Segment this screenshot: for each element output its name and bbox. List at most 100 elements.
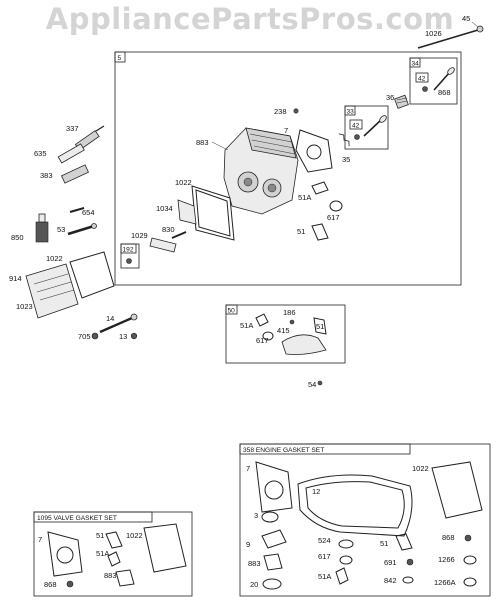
label-1266A-kit[interactable]: 1266A [434, 578, 456, 587]
label-1022-kit[interactable]: 1022 [412, 464, 429, 473]
label-238[interactable]: 238 [274, 107, 287, 116]
screw-54-part[interactable] [317, 380, 323, 386]
oring-20-kit-part[interactable] [262, 578, 282, 590]
plug-boot-635-part[interactable] [57, 143, 85, 164]
label-1029[interactable]: 1029 [131, 231, 148, 240]
label-51A-valve-kit[interactable]: 51A [96, 549, 109, 558]
label-617-breather[interactable]: 617 [256, 336, 269, 345]
oring-1266A-kit-part[interactable] [463, 577, 477, 587]
label-51-breather[interactable]: 51 [316, 322, 324, 331]
label-51A-kit[interactable]: 51A [318, 572, 331, 581]
stud-654-part[interactable] [69, 207, 85, 213]
cover-gasket-valve-kit-part[interactable] [143, 523, 187, 573]
label-35[interactable]: 35 [342, 155, 350, 164]
cover-gasket-kit-part[interactable] [431, 461, 483, 519]
label-337[interactable]: 337 [66, 124, 79, 133]
label-1026[interactable]: 1026 [425, 29, 442, 38]
oring-617-breather-part[interactable] [262, 331, 274, 341]
crankcase-gasket-kit-part[interactable] [297, 474, 413, 537]
label-1022-valve-kit[interactable]: 1022 [126, 531, 143, 540]
valve-spring-part[interactable] [394, 94, 409, 109]
breather-tube-part[interactable] [281, 334, 327, 355]
cylinder-head-part[interactable] [223, 127, 299, 215]
label-883-valve-kit[interactable]: 883 [104, 571, 117, 580]
label-42-top[interactable]: 42 [418, 76, 426, 83]
label-1266-kit[interactable]: 1266 [438, 555, 455, 564]
gasket-51A-breather-part[interactable] [255, 313, 269, 327]
label-186[interactable]: 186 [283, 308, 296, 317]
label-635[interactable]: 635 [34, 149, 47, 158]
push-rod-part[interactable] [417, 25, 484, 49]
label-51-valve-kit[interactable]: 51 [96, 531, 104, 540]
gasket-9-kit-part[interactable] [261, 529, 287, 549]
label-868-valve-kit[interactable]: 868 [44, 580, 57, 589]
rocker-gasket-part[interactable] [191, 185, 235, 241]
tube-383-part[interactable] [60, 164, 90, 184]
oring-617-part[interactable] [329, 200, 343, 212]
gasket-51A-valve-kit-part[interactable] [107, 551, 121, 567]
label-617-head[interactable]: 617 [327, 213, 340, 222]
breather-1029-part[interactable] [149, 237, 177, 253]
gasket-51-valve-kit-part[interactable] [105, 531, 123, 549]
gasket-51-kit-part[interactable] [395, 533, 413, 551]
label-830[interactable]: 830 [162, 225, 175, 234]
nut-13-part[interactable] [130, 332, 138, 340]
oring-1266-kit-part[interactable] [463, 555, 477, 565]
label-883-kit[interactable]: 883 [248, 559, 261, 568]
label-383[interactable]: 383 [40, 171, 53, 180]
gasket-883-kit-part[interactable] [263, 553, 283, 571]
gasket-51-part[interactable] [311, 223, 329, 241]
gasket-51A-kit-part[interactable] [335, 567, 349, 585]
label-705[interactable]: 705 [78, 332, 91, 341]
label-13[interactable]: 13 [119, 332, 127, 341]
label-415[interactable]: 415 [277, 326, 290, 335]
label-617-kit[interactable]: 617 [318, 552, 331, 561]
label-883-head[interactable]: 883 [196, 138, 209, 147]
label-54[interactable]: 54 [308, 380, 316, 389]
breather-plate-1034-part[interactable] [177, 199, 197, 225]
label-1023[interactable]: 1023 [16, 302, 33, 311]
label-1034[interactable]: 1034 [156, 204, 173, 213]
label-51-head[interactable]: 51 [297, 227, 305, 236]
gasket-51-breather-part[interactable] [313, 317, 327, 335]
gasket-51A-part[interactable] [311, 181, 329, 195]
label-1022-cover[interactable]: 1022 [46, 254, 63, 263]
label-1022-head[interactable]: 1022 [175, 178, 192, 187]
nut-705-part[interactable] [91, 332, 99, 340]
sealant-850-part[interactable] [35, 213, 49, 243]
label-868-valve[interactable]: 868 [438, 88, 451, 97]
seal-868-kit-part[interactable] [464, 534, 472, 542]
head-gasket-7-part[interactable] [295, 129, 333, 173]
label-53[interactable]: 53 [57, 225, 65, 234]
label-842-kit[interactable]: 842 [384, 576, 397, 585]
label-524-kit[interactable]: 524 [318, 536, 331, 545]
screw-192-part[interactable] [126, 258, 132, 264]
label-12-kit[interactable]: 12 [312, 487, 320, 496]
shaft-53-part[interactable] [67, 223, 97, 236]
seal-3-kit-part[interactable] [261, 511, 279, 523]
cover-gasket-1022-part[interactable] [69, 251, 115, 299]
label-3-kit[interactable]: 3 [254, 511, 258, 520]
oring-617-kit-part[interactable] [339, 555, 353, 565]
oring-524-kit-part[interactable] [338, 539, 354, 549]
screw-238-part[interactable] [293, 108, 299, 114]
rocker-cover-part[interactable] [25, 263, 79, 319]
shaft-14-part[interactable] [99, 313, 138, 334]
screw-186-part[interactable] [289, 319, 295, 325]
label-9-kit[interactable]: 9 [246, 540, 250, 549]
label-850[interactable]: 850 [11, 233, 24, 242]
head-gasket-kit-part[interactable] [255, 461, 293, 513]
intake-valve-part[interactable] [422, 66, 456, 92]
label-51A-breather[interactable]: 51A [240, 321, 253, 330]
label-14[interactable]: 14 [106, 314, 114, 323]
label-7-valve-kit[interactable]: 7 [38, 535, 42, 544]
seal-691-kit-part[interactable] [406, 558, 414, 566]
label-7-kit[interactable]: 7 [246, 464, 250, 473]
label-20-kit[interactable]: 20 [250, 580, 258, 589]
gasket-883-valve-kit-part[interactable] [115, 569, 135, 587]
head-gasket-valve-kit-part[interactable] [47, 531, 83, 577]
spring-35-part[interactable] [338, 132, 352, 147]
label-51A-head[interactable]: 51A [298, 193, 311, 202]
label-36[interactable]: 36 [386, 93, 394, 102]
label-691-kit[interactable]: 691 [384, 558, 397, 567]
